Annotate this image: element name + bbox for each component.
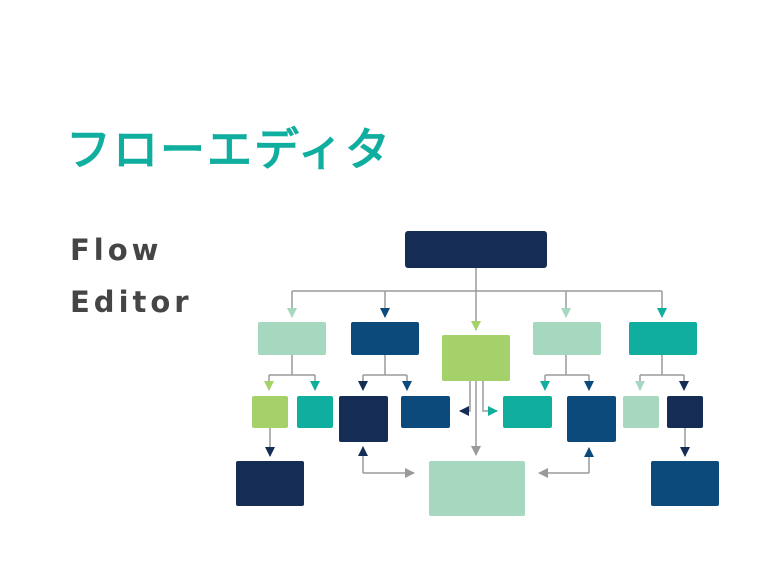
page-title-japanese: フローエディタ: [66, 123, 392, 176]
node-level1-teal[interactable]: [629, 322, 697, 355]
node-level1-mint-right[interactable]: [533, 322, 601, 355]
connector-lines: [264, 268, 690, 478]
node-navy-small[interactable]: [667, 396, 703, 428]
title-line-editor: Editor: [70, 285, 193, 319]
node-lime-small[interactable]: [252, 396, 288, 428]
node-bottom-blue-right[interactable]: [651, 461, 719, 506]
node-level1-mint-left[interactable]: [258, 322, 326, 355]
node-blue-mid[interactable]: [401, 396, 450, 428]
node-center-lime[interactable]: [442, 335, 510, 381]
connector-branch-4: [545, 355, 589, 376]
node-teal-mid[interactable]: [503, 396, 552, 428]
page-title-english: Flow Editor: [70, 224, 193, 328]
node-level1-blue[interactable]: [351, 322, 419, 355]
node-root[interactable]: [405, 231, 547, 268]
node-blue-right[interactable]: [567, 396, 616, 442]
node-navy-mid[interactable]: [339, 396, 388, 442]
node-bottom-mint-center[interactable]: [429, 461, 525, 516]
connector-branch-2: [363, 355, 407, 376]
connector-branch-5: [640, 355, 684, 376]
title-line-flow: Flow: [70, 233, 163, 267]
connector-branch-1: [269, 355, 315, 376]
arrow-center-to-right: [482, 381, 498, 416]
arrow-center-to-left: [459, 381, 471, 416]
node-teal-small[interactable]: [297, 396, 333, 428]
node-mint-small[interactable]: [623, 396, 659, 428]
node-bottom-navy-left[interactable]: [236, 461, 304, 506]
flow-nodes: [236, 231, 719, 516]
